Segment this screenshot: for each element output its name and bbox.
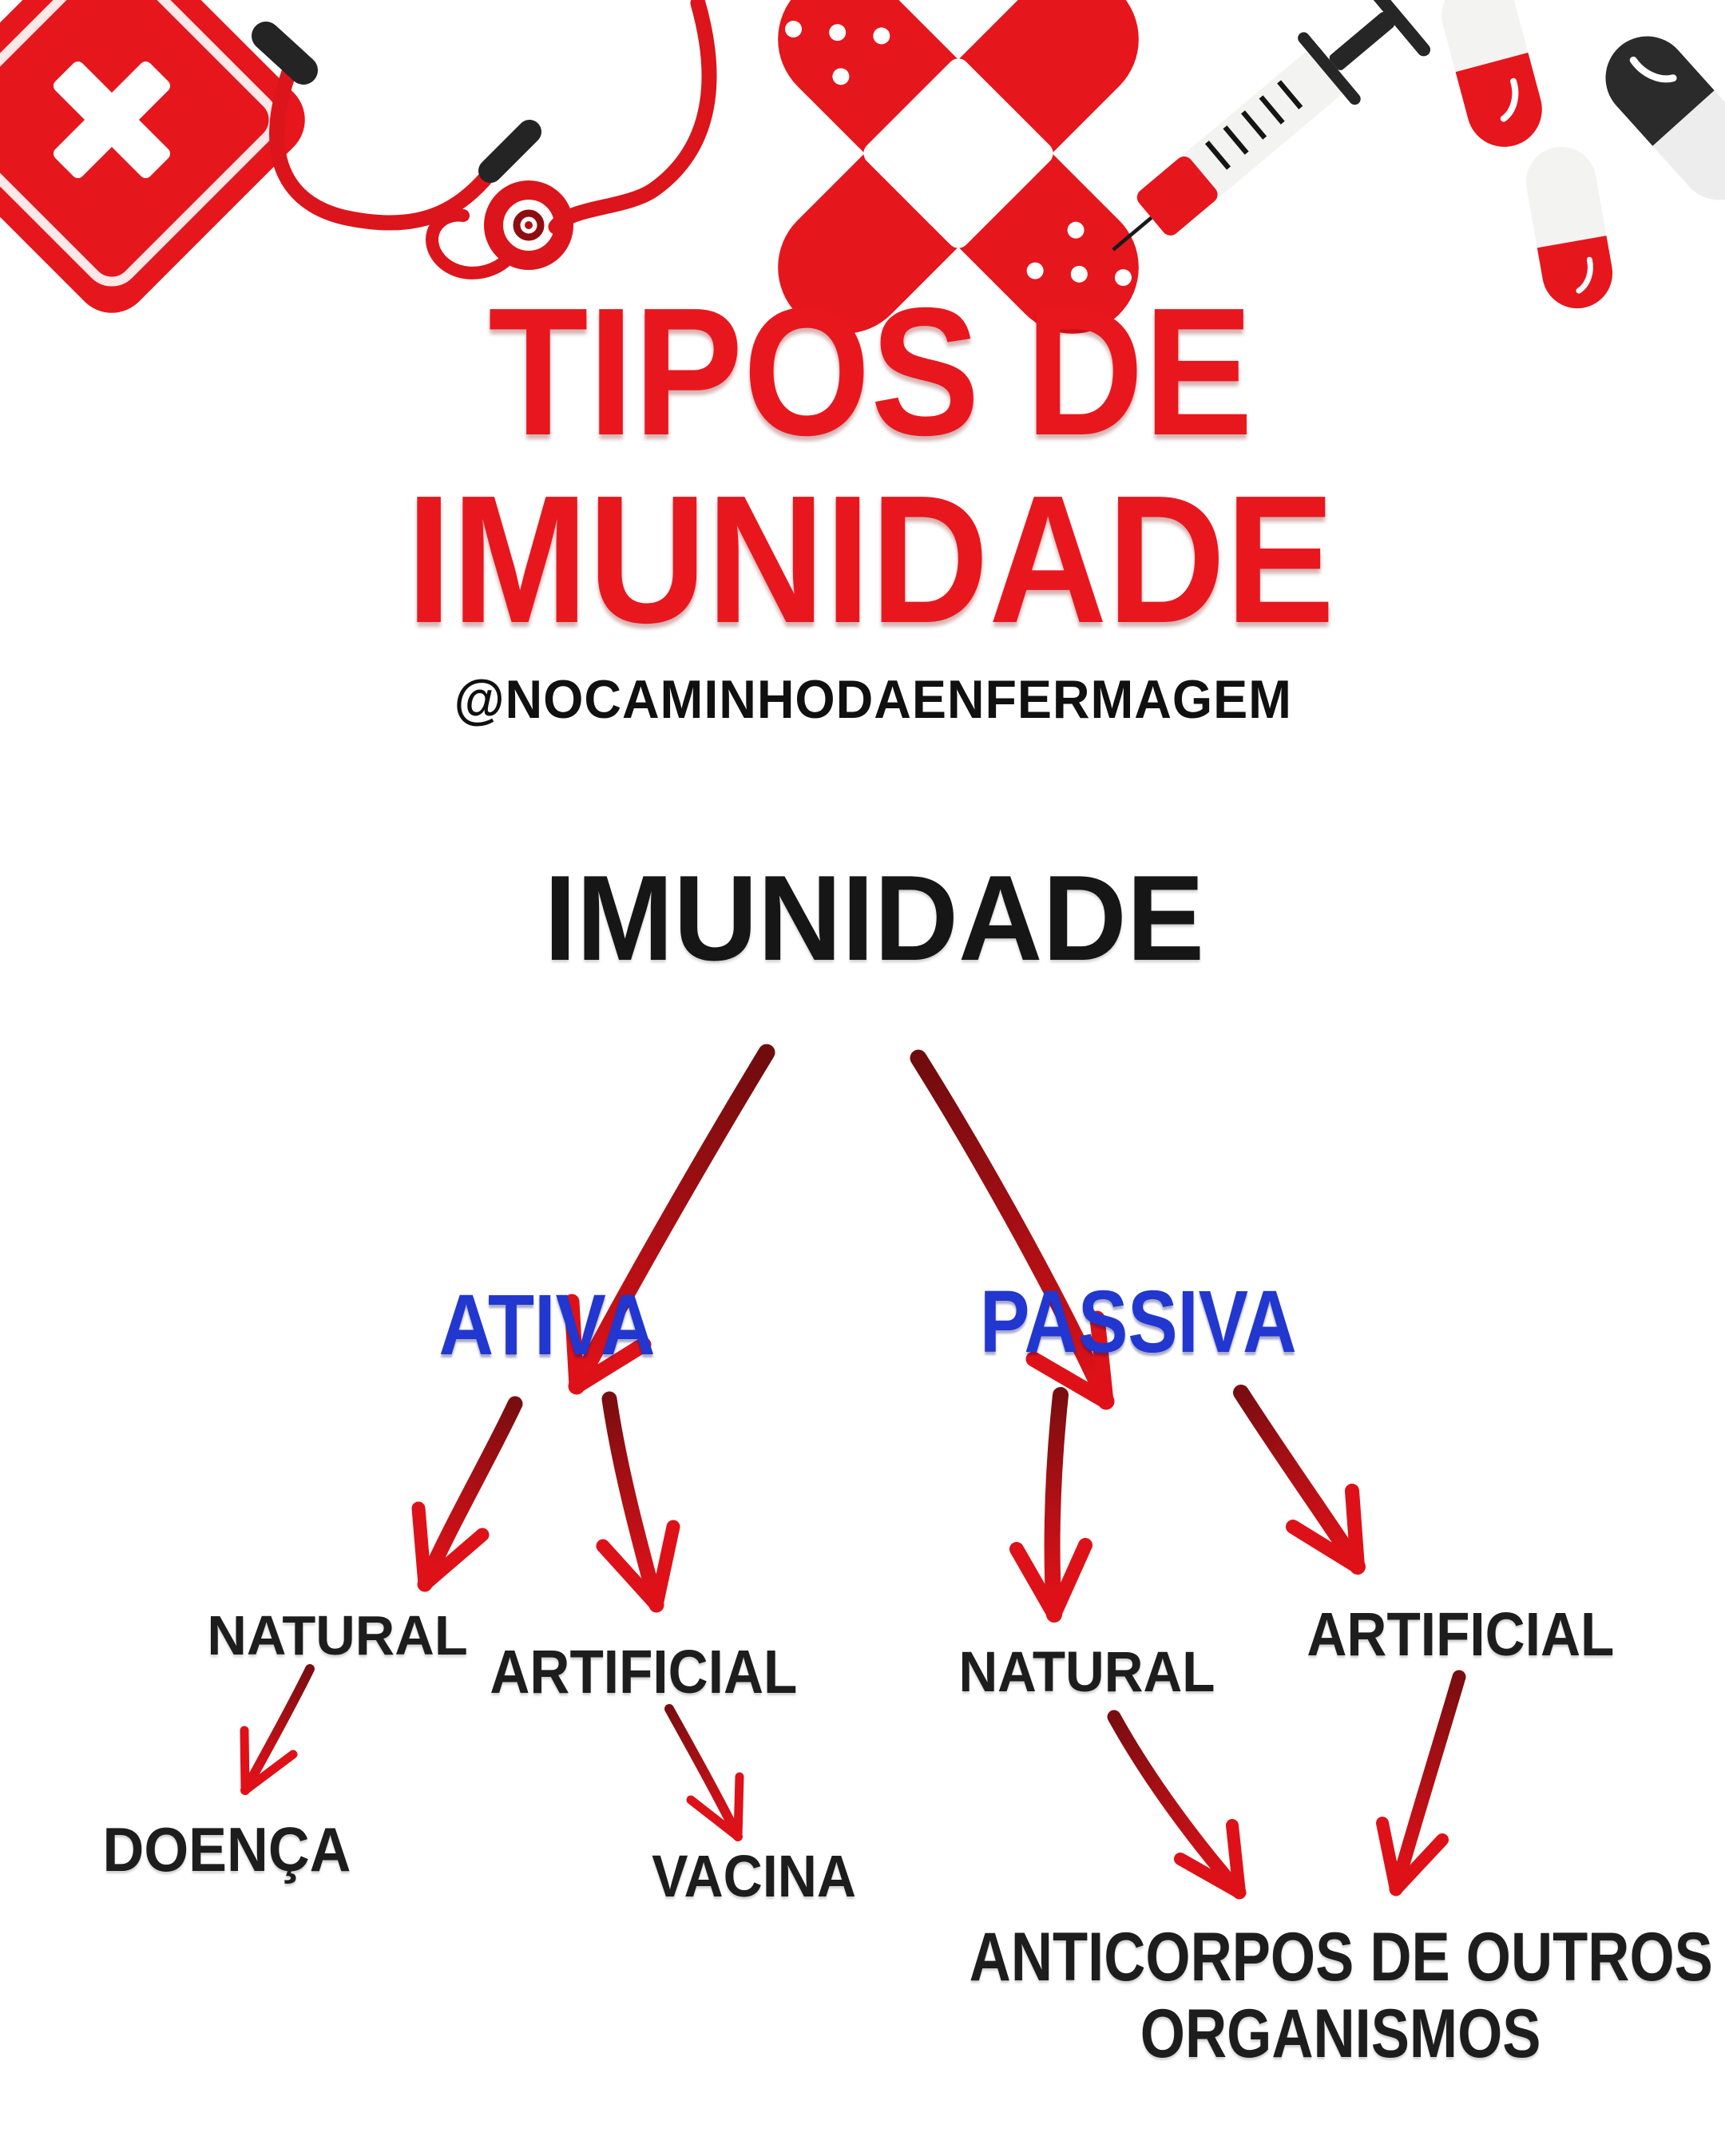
capsule-pills-icon (1441, 0, 1725, 309)
node-passiva-text: PASSIVA (979, 1273, 1297, 1371)
title-line2-text: IMUNIDADE (406, 458, 1335, 661)
arrow-ativa-to-natural (411, 1396, 523, 1592)
node-passiva-artificial-text: ARTIFICIAL (1307, 1600, 1615, 1669)
node-passiva: PASSIVA (739, 1278, 1537, 1366)
node-passiva-natural: NATURAL (688, 1644, 1486, 1701)
node-anticorpos-line2: ORGANISMOS (542, 1999, 1725, 2068)
node-ativa-artificial-text: ARTIFICIAL (490, 1638, 798, 1706)
node-doenca-text: DOENÇA (102, 1814, 351, 1885)
title-line1-text: TIPOS DE (488, 271, 1253, 474)
stethoscope-icon (252, 0, 717, 279)
arrow-natural-to-doenca (240, 1664, 315, 1795)
title-line1: TIPOS DE (8, 281, 1725, 463)
node-vacina: VACINA (355, 1847, 1153, 1906)
node-anticorpos-line1: ANTICORPOS DE OUTROS (542, 1923, 1725, 1992)
arrow-imunidade-to-passiva (910, 1049, 1115, 1410)
first-aid-kit-icon (0, 0, 305, 313)
arrow-artificial-to-vacina (664, 1704, 744, 1841)
arrow-passiva-to-artificial (1233, 1385, 1366, 1575)
node-anticorpos-line1-text: ANTICORPOS DE OUTROS (969, 1919, 1713, 1995)
node-ativa-natural-text: NATURAL (207, 1604, 469, 1667)
crossed-bandages-icon (778, 0, 1139, 334)
arrow-imunidade-to-ativa (564, 1044, 775, 1395)
arrow-passiva-to-natural (1009, 1387, 1092, 1623)
node-ativa-text: ATIVA (438, 1276, 656, 1373)
node-imunidade-text: IMUNIDADE (544, 850, 1205, 986)
instagram-handle-text: @NOCAMINHODAENFERMAGEM (454, 669, 1292, 730)
title-line2: IMUNIDADE (8, 469, 1725, 651)
node-vacina-text: VACINA (652, 1843, 856, 1909)
node-ativa: ATIVA (148, 1282, 946, 1368)
node-doenca: DOENÇA (0, 1818, 626, 1881)
node-ativa-natural: NATURAL (0, 1607, 737, 1663)
node-anticorpos-line2-text: ORGANISMOS (1140, 1995, 1541, 2072)
arrow-natural-to-anticorpos (1107, 1710, 1247, 1900)
arrow-ativa-to-artificial (596, 1391, 680, 1613)
syringe-icon (1112, 0, 1431, 252)
node-passiva-artificial: ARTIFICIAL (1061, 1604, 1725, 1666)
instagram-handle: @NOCAMINHODAENFERMAGEM (10, 672, 1725, 727)
arrow-artificial-to-anticorpos (1376, 1670, 1466, 1896)
node-ativa-artificial: ARTIFICIAL (244, 1642, 1043, 1703)
node-imunidade: IMUNIDADE (12, 858, 1725, 979)
node-passiva-natural-text: NATURAL (958, 1641, 1215, 1704)
